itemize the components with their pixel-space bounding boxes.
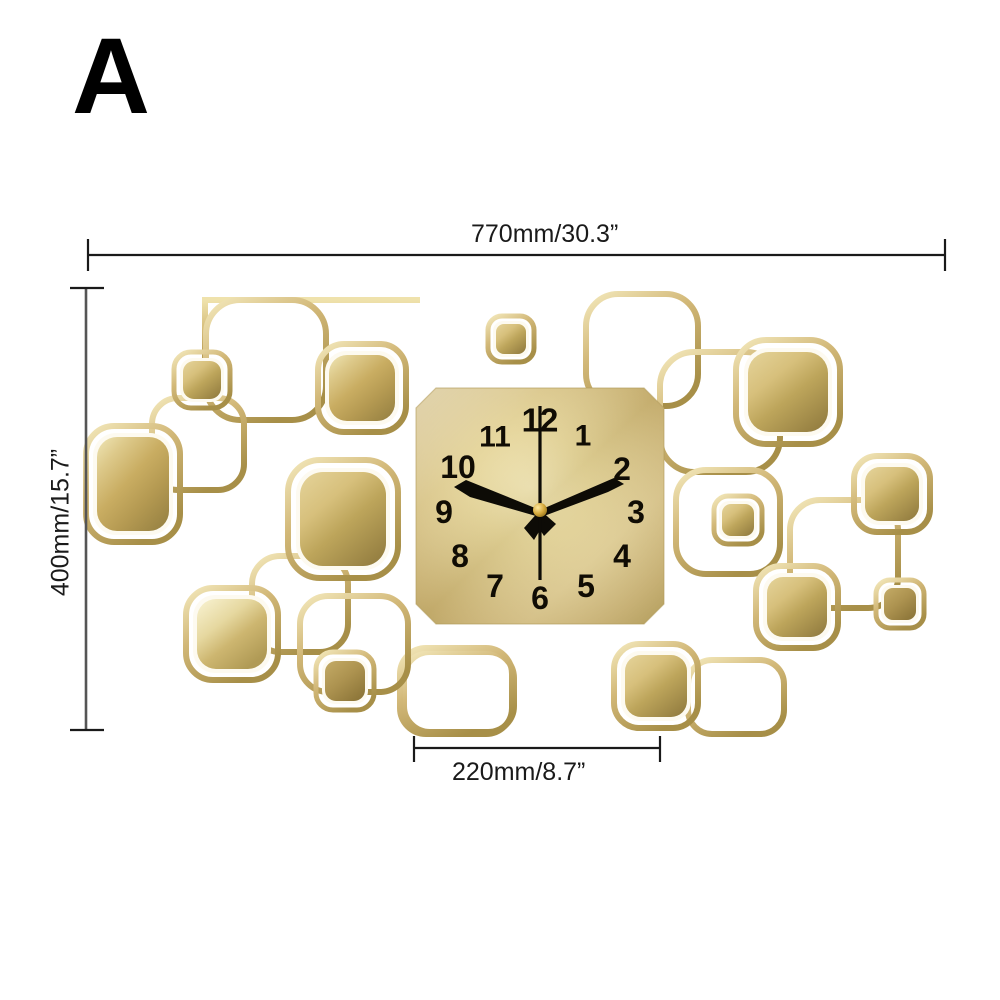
numeral-2: 2 (613, 451, 631, 487)
second-hand (538, 406, 542, 510)
numeral-3: 3 (627, 494, 645, 530)
tile-center-left-large (285, 457, 401, 581)
tile-top-center-small (485, 313, 537, 365)
dial-numerals: 12 1 2 3 4 5 6 7 8 9 10 11 (435, 402, 645, 617)
tile-right-large (733, 337, 843, 447)
tile-far-right-lower-small (873, 577, 927, 631)
tile-bottom-center (611, 641, 701, 731)
dimension-line-height (70, 286, 104, 732)
numeral-10: 10 (440, 449, 476, 485)
tile-right-mid-small (711, 493, 765, 547)
clock-dial: 12 1 2 3 4 5 6 7 8 9 10 11 (415, 387, 665, 625)
dimension-line-dial (412, 736, 662, 762)
open-wire-frames (149, 291, 901, 737)
filled-tiles (83, 313, 933, 731)
tile-upper-midleft (315, 341, 409, 435)
tile-lower-left-bright (183, 585, 281, 683)
clock-hands (454, 406, 624, 580)
numeral-5: 5 (577, 568, 595, 604)
tile-right-lower (753, 563, 841, 651)
tile-bottom-left-small (313, 649, 377, 713)
tile-far-right-upper (851, 453, 933, 535)
numeral-7: 7 (486, 568, 504, 604)
numeral-11: 11 (479, 421, 511, 454)
center-hub (533, 503, 547, 517)
tile-topleft-small (171, 349, 233, 411)
dimension-lines (70, 239, 947, 762)
numeral-6: 6 (531, 580, 549, 616)
dimension-label-width: 770mm/30.3” (471, 220, 619, 248)
variant-label: A (72, 15, 150, 136)
numeral-8: 8 (451, 538, 469, 574)
numeral-1: 1 (575, 420, 592, 453)
dimension-label-height: 400mm/15.7” (46, 448, 75, 597)
minute-hand (540, 478, 624, 516)
dimension-line-width (86, 239, 947, 271)
numeral-4: 4 (613, 538, 631, 574)
second-hand-tail (538, 510, 542, 580)
tile-left-large (83, 423, 183, 545)
numeral-9: 9 (435, 494, 453, 530)
dimension-label-dial: 220mm/8.7” (452, 758, 586, 786)
hour-hand (454, 480, 540, 516)
